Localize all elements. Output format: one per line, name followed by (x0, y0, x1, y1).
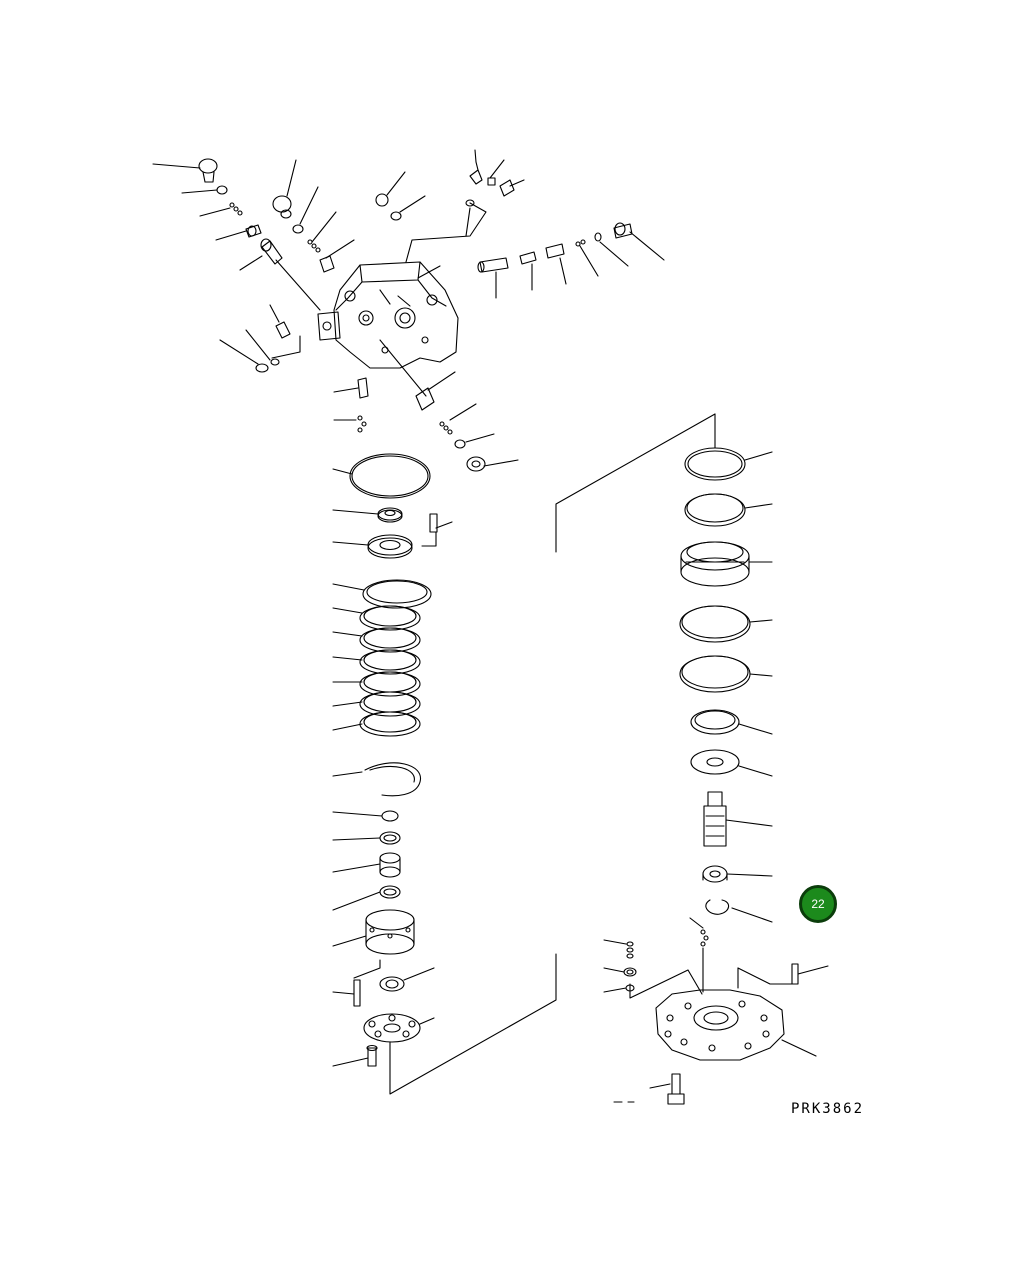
leader-lines-right (555, 413, 829, 1103)
valve-housing (317, 261, 459, 369)
drawing-code-label: PRK3862 (791, 1101, 865, 1117)
callout-badge-label: 22 (811, 897, 825, 911)
leader-lines-left (332, 468, 557, 1095)
callout-badge[interactable]: 22 (799, 885, 837, 923)
valve-small-parts (198, 158, 633, 472)
leader-lines-top (152, 149, 665, 467)
